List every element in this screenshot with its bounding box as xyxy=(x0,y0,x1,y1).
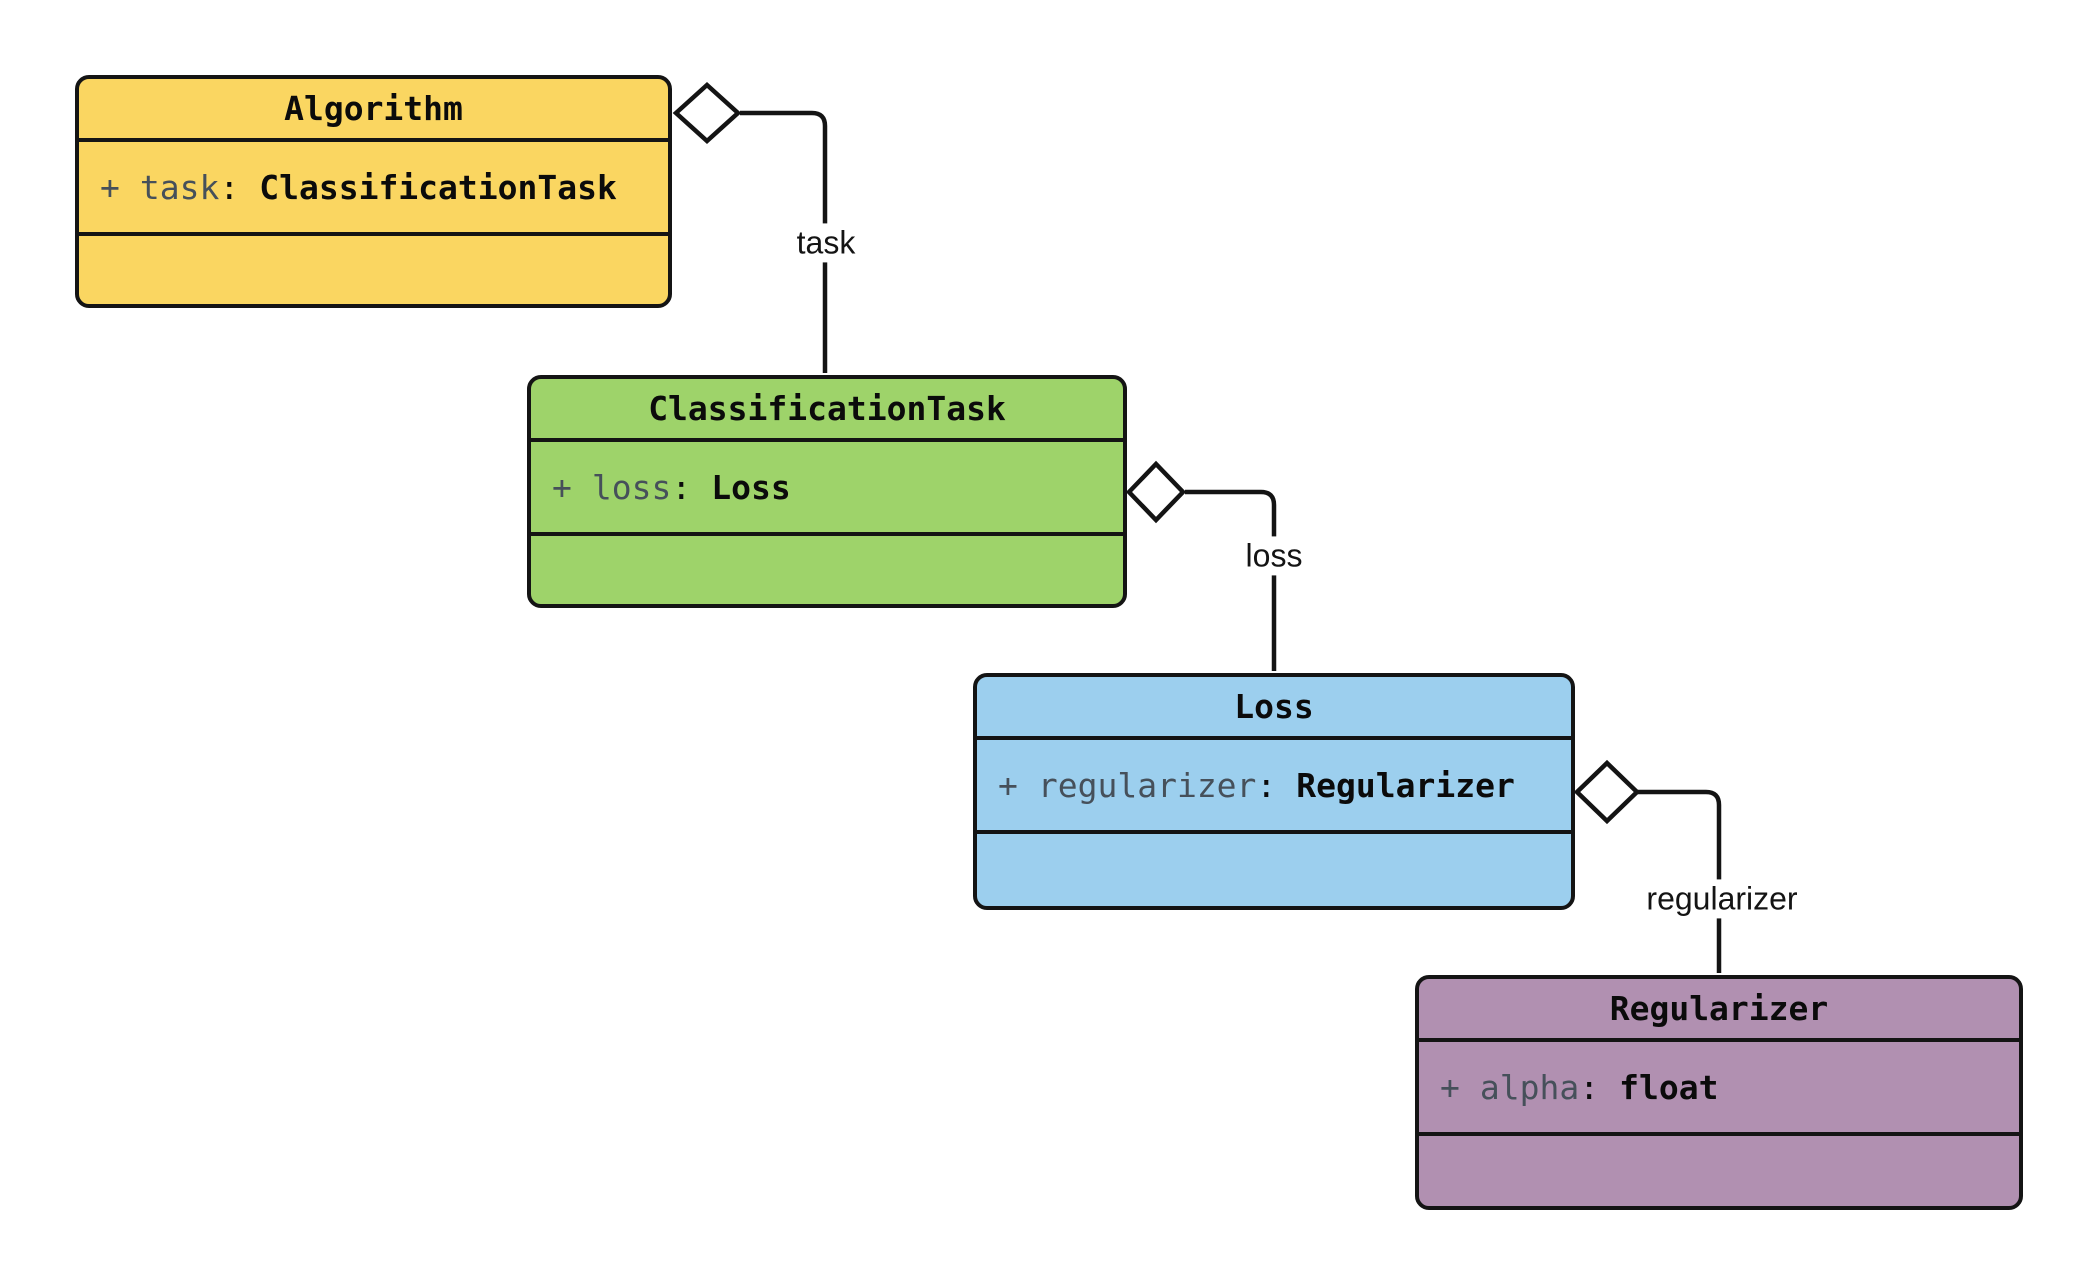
class-attribute-row: + alpha: float xyxy=(1419,1042,2019,1136)
attribute-name: loss xyxy=(591,467,672,507)
class-box-algorithm: Algorithm + task: ClassificationTask xyxy=(75,75,672,308)
methods-compartment-empty xyxy=(79,236,668,304)
class-attribute-row: + task: ClassificationTask xyxy=(79,142,668,236)
attribute-name: alpha xyxy=(1479,1067,1580,1107)
aggregation-diamond-loss xyxy=(1125,460,1187,524)
class-box-loss: Loss + regularizer: Regularizer xyxy=(973,673,1575,910)
edge-loss-line xyxy=(1185,489,1277,671)
class-attribute-row: + regularizer: Regularizer xyxy=(977,740,1571,834)
attribute-visibility: + xyxy=(1440,1067,1460,1107)
attribute-type: Loss xyxy=(711,467,791,507)
attribute-separator: : xyxy=(219,167,240,207)
attribute-name: task xyxy=(139,167,220,207)
methods-compartment-empty xyxy=(977,834,1571,906)
class-title: Loss xyxy=(977,677,1571,740)
attribute-name: regularizer xyxy=(1037,765,1257,805)
methods-compartment-empty xyxy=(1419,1136,2019,1206)
edge-label-loss: loss xyxy=(1238,536,1310,576)
attribute-separator: : xyxy=(1579,1067,1600,1107)
class-title: Algorithm xyxy=(79,79,668,142)
edge-label-regularizer: regularizer xyxy=(1639,879,1805,919)
class-title: ClassificationTask xyxy=(531,379,1123,442)
attribute-type: ClassificationTask xyxy=(259,167,617,207)
aggregation-diamond-regularizer xyxy=(1573,759,1641,825)
attribute-visibility: + xyxy=(100,167,120,207)
aggregation-diamond-task xyxy=(672,81,742,145)
edge-task-line xyxy=(740,110,828,373)
attribute-separator: : xyxy=(671,467,692,507)
edge-label-task: task xyxy=(789,223,863,263)
class-box-classificationtask: ClassificationTask + loss: Loss xyxy=(527,375,1127,608)
edge-regularizer-line xyxy=(1637,789,1722,973)
class-attribute-row: + loss: Loss xyxy=(531,442,1123,536)
attribute-type: float xyxy=(1619,1067,1719,1107)
methods-compartment-empty xyxy=(531,536,1123,604)
class-title: Regularizer xyxy=(1419,979,2019,1042)
attribute-visibility: + xyxy=(552,467,572,507)
attribute-type: Regularizer xyxy=(1296,765,1515,805)
attribute-separator: : xyxy=(1256,765,1277,805)
attribute-visibility: + xyxy=(998,765,1018,805)
class-box-regularizer: Regularizer + alpha: float xyxy=(1415,975,2023,1210)
